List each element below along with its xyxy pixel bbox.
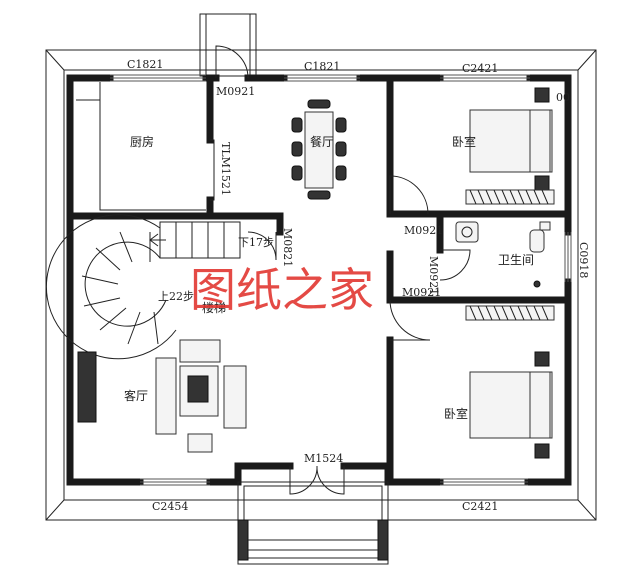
exterior-walls xyxy=(66,74,572,486)
door-label-bedroom-bottom: M0921 xyxy=(402,286,441,299)
window-label-top-left: C1821 xyxy=(127,58,163,71)
front-porch xyxy=(237,481,389,565)
corner-mark: 00 xyxy=(556,91,570,104)
living-furniture xyxy=(77,339,247,453)
window-bottom-left xyxy=(140,478,210,486)
window-top-right xyxy=(440,74,530,82)
door-stair-swing xyxy=(247,231,277,261)
wardrobe-bottom xyxy=(465,305,555,321)
window-top-left xyxy=(110,74,206,82)
dining-table xyxy=(291,99,347,200)
spiral-staircase xyxy=(45,214,241,360)
bathroom-fixtures xyxy=(455,221,551,288)
bedroom-top-furniture xyxy=(465,87,555,205)
stair-down-label: 下17步 xyxy=(238,236,274,249)
door-kitchen-sliding xyxy=(210,139,215,201)
stair-up-label: 上22步 xyxy=(158,290,194,303)
door-bedroom-bottom-swing xyxy=(389,299,431,341)
window-top-mid xyxy=(284,74,360,82)
room-stair: 楼梯 xyxy=(202,300,226,315)
bedroom-bottom-furniture xyxy=(465,305,555,459)
door-top-swing xyxy=(215,45,249,79)
wardrobe-top xyxy=(465,189,555,205)
room-living: 客厅 xyxy=(124,388,148,403)
door-label-kitchen: TLM1521 xyxy=(219,142,232,196)
door-label-main: M1524 xyxy=(304,452,343,465)
room-kitchen: 厨房 xyxy=(130,134,154,149)
window-label-bottom-left: C2454 xyxy=(152,500,188,513)
watermark: 图纸之家 xyxy=(190,263,374,317)
door-label-bath: M0921 xyxy=(427,256,440,295)
window-label-bottom-right: C2421 xyxy=(462,500,498,513)
room-bedroom-top: 卧室 xyxy=(452,134,476,149)
windows xyxy=(110,74,572,486)
labels: C1821 C1821 C2421 00 M0921 TLM1521 M0821… xyxy=(127,58,590,513)
window-bottom-right xyxy=(440,478,528,486)
room-dining: 餐厅 xyxy=(310,134,334,149)
door-bedroom-top-swing xyxy=(389,175,429,215)
window-label-top-mid: C1821 xyxy=(304,60,340,73)
door-bath-swing xyxy=(439,249,471,281)
doors xyxy=(210,45,471,495)
door-label-stair: M0821 xyxy=(281,228,294,267)
window-label-right: C0918 xyxy=(577,242,590,278)
main-door-swing xyxy=(289,465,345,495)
room-names: 厨房 餐厅 卧室 卫生间 楼梯 客厅 卧室 xyxy=(124,134,534,421)
window-label-top-right: C2421 xyxy=(462,62,498,75)
rear-entry-vestibule xyxy=(199,13,257,77)
door-label-bedroom-top: M0921 xyxy=(404,224,443,237)
room-bathroom: 卫生间 xyxy=(498,253,534,267)
roof-eave-outline xyxy=(45,49,597,521)
window-right xyxy=(564,232,572,282)
room-bedroom-bottom: 卧室 xyxy=(444,406,468,421)
kitchen-fixtures xyxy=(76,82,206,211)
door-label-top: M0921 xyxy=(216,85,255,98)
